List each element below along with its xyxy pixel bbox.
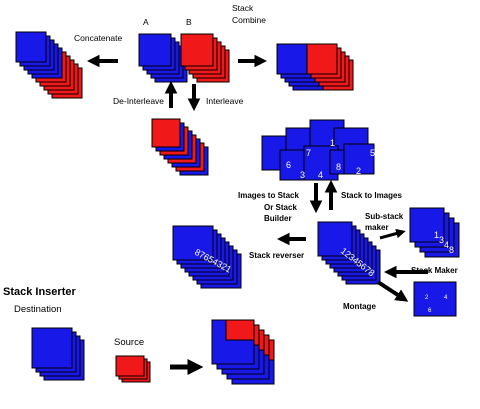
destination-stack — [31, 327, 85, 381]
label-stack-reverser: Stack reverser — [249, 251, 304, 260]
sub-stack-number: 3 — [439, 235, 444, 245]
image-number: 3 — [300, 170, 305, 180]
label-or-stack-line1: Or Stack — [264, 203, 297, 212]
concatenated-stack — [15, 31, 83, 99]
sub-stack-number: 8 — [449, 245, 454, 255]
montage-number: 6 — [428, 308, 432, 314]
sub-stack-number: 4 — [444, 240, 449, 250]
label-concatenate: Concatenate — [74, 33, 122, 43]
stack-b — [180, 33, 230, 83]
label-montage: Montage — [343, 302, 376, 311]
separate-images — [261, 119, 375, 181]
label-stack-to-images: Stack to Images — [341, 191, 402, 200]
label-stack-combine-line1: Stack — [232, 3, 254, 13]
sub-stack-number: 1 — [434, 230, 439, 240]
label-or-stack-line2: Builder — [264, 214, 292, 223]
label-sub-stack-line2: maker — [365, 223, 389, 232]
label-stack-maker: Stack Maker — [411, 266, 458, 275]
label-images-to-stack: Images to Stack — [238, 191, 299, 200]
separate-image-numbers: 1 2 3 4 5 6 7 8 — [286, 138, 375, 180]
inserted-stack — [211, 319, 275, 385]
source-stack — [115, 355, 151, 383]
image-number: 4 — [318, 170, 323, 180]
label-stack-inserter: Stack Inserter — [3, 286, 76, 298]
numbered-stack — [317, 221, 381, 285]
image-number: 2 — [356, 166, 361, 176]
montage-number: 2 — [425, 295, 429, 301]
reversed-stack — [172, 225, 242, 289]
label-sub-stack-line1: Sub-stack — [365, 212, 404, 221]
sub-stack-arrow — [379, 228, 406, 240]
stack-a — [138, 33, 188, 83]
image-number: 6 — [286, 160, 291, 170]
label-interleave: Interleave — [206, 96, 244, 106]
montage-arrow — [376, 280, 409, 302]
combined-stack — [276, 43, 354, 91]
label-b: B — [186, 17, 192, 27]
montage-number: 4 — [444, 295, 448, 301]
label-stack-combine-line2: Combine — [232, 15, 266, 25]
image-number: 8 — [336, 162, 341, 172]
montage-image — [413, 281, 457, 317]
interleaved-stack — [151, 118, 209, 176]
image-number: 5 — [370, 148, 375, 158]
label-destination: Destination — [14, 304, 62, 315]
image-number: 1 — [330, 138, 335, 148]
label-de-interleave: De-Interleave — [113, 96, 164, 106]
label-source: Source — [114, 337, 144, 348]
sub-stack — [409, 207, 460, 258]
label-a: A — [143, 17, 149, 27]
image-number: 7 — [306, 148, 311, 158]
